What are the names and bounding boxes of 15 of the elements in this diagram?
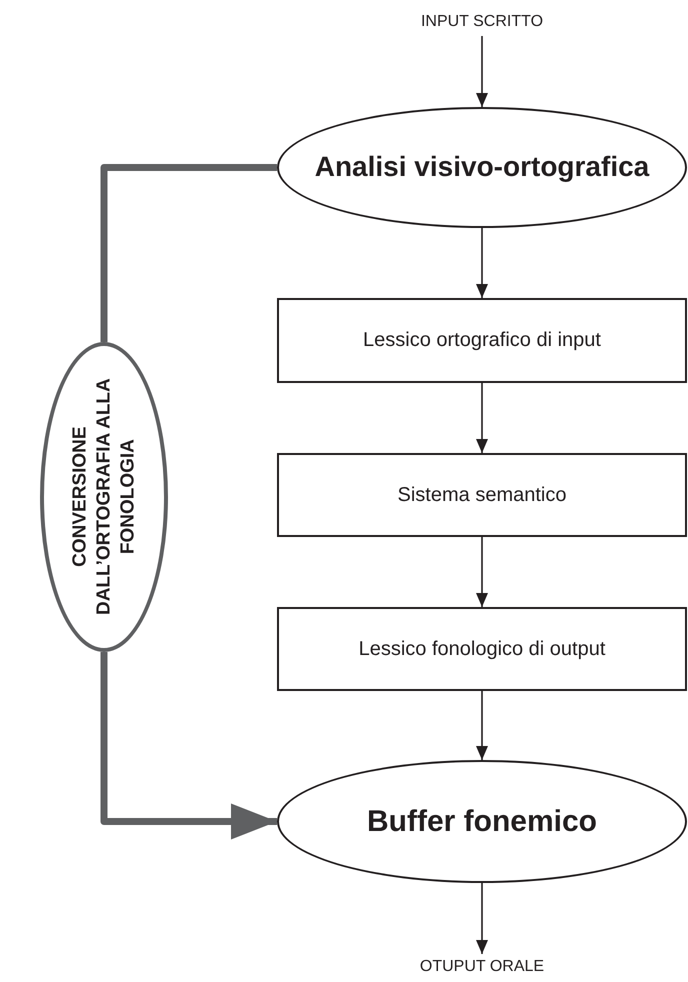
process-ellipse: Analisi visivo-ortografica (277, 107, 687, 228)
arrow (476, 383, 488, 453)
process-box: Lessico fonologico di output (277, 607, 687, 691)
arrow (476, 36, 488, 107)
process-ellipse: Buffer fonemico (277, 760, 687, 883)
vertical-label: CONVERSIONE DALL’ORTOGRAFIA ALLA FONOLOGIA (68, 378, 139, 618)
flow-label: OTUPUT ORALE (420, 958, 544, 976)
process-box: Sistema semantico (277, 453, 687, 537)
arrow (476, 883, 488, 954)
arrow (476, 691, 488, 760)
arrow (100, 652, 277, 840)
flow-label: INPUT SCRITTO (420, 13, 544, 31)
arrow (476, 537, 488, 607)
arrow (476, 228, 488, 298)
process-box: Lessico ortografico di input (277, 298, 687, 383)
